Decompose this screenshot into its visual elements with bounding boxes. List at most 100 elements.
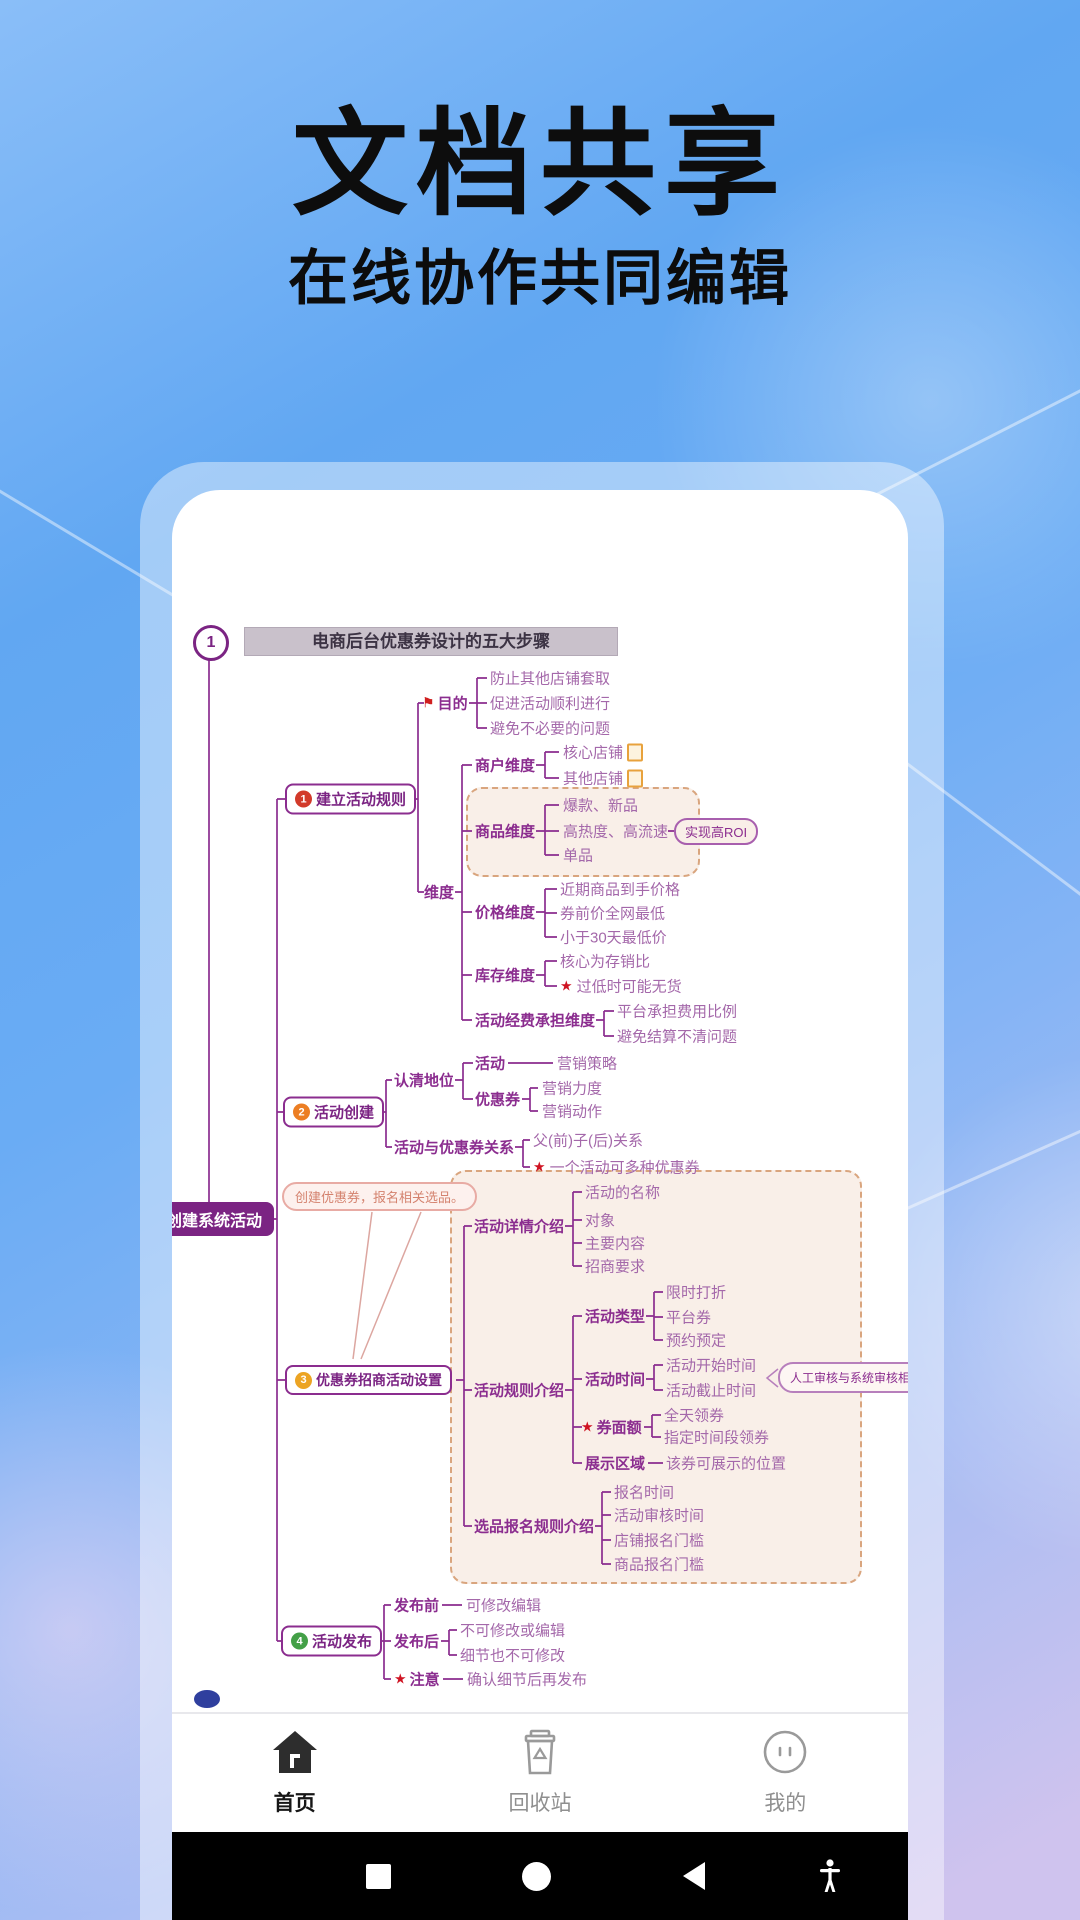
leaf: 避免结算不清问题 [617, 1028, 738, 1046]
leaf: 指定时间段领券 [664, 1429, 770, 1447]
leaf: 其他店铺 [563, 768, 644, 789]
leaf: ★ 过低时可能无货 [560, 976, 682, 997]
android-back-button[interactable] [683, 1862, 705, 1890]
leaf: 爆款、新品 [563, 797, 639, 815]
floating-dot [194, 1690, 220, 1708]
leaf: 高热度、高流速 [563, 823, 669, 841]
node-label: 优惠券招商活动设置 [316, 1372, 442, 1388]
leaf: 可修改编辑 [466, 1597, 542, 1615]
leaf-label: 核心店铺 [563, 744, 624, 762]
node-label: 活动发布 [312, 1633, 373, 1651]
leaf: 活动开始时间 [666, 1357, 757, 1375]
branch-stock-dimension: 库存维度 [475, 967, 536, 985]
document-icon [627, 743, 644, 761]
star-icon: ★ [581, 1418, 594, 1435]
nav-label-recycle-bin: 回收站 [508, 1792, 572, 1815]
branch-relation: 活动与优惠券关系 [394, 1139, 515, 1157]
leaf: 券前价全网最低 [560, 905, 666, 923]
leaf-label: 一个活动可多种优惠券 [549, 1159, 700, 1177]
branch-label: 券面额 [596, 1419, 642, 1437]
star-icon: ★ [560, 977, 573, 994]
phone-screen: 1 电商后台优惠券设计的五大步骤 创建系统活动 1 建立活动规则 2 活动创建 … [172, 490, 908, 1920]
star-icon: ★ [533, 1158, 546, 1175]
leaf: 不可修改或编辑 [460, 1622, 566, 1640]
mindmap-node-create: 2 活动创建 [283, 1096, 385, 1128]
leaf: 平台承担费用比例 [617, 1003, 738, 1021]
leaf: 营销策略 [557, 1055, 618, 1073]
leaf: 核心店铺 [563, 742, 644, 763]
leaf: 小于30天最低价 [560, 929, 667, 947]
android-accessibility-button[interactable] [816, 1858, 844, 1899]
leaf: 预约预定 [666, 1332, 727, 1350]
leaf: 平台券 [666, 1309, 712, 1327]
callout-create-coupon: 创建优惠券，报名相关选品。 [282, 1182, 478, 1211]
leaf: ★ 一个活动可多种优惠券 [533, 1157, 700, 1178]
callout-roi: 实现高ROI [674, 818, 759, 845]
nav-label-mine: 我的 [764, 1792, 807, 1815]
node-label: 活动创建 [314, 1104, 375, 1122]
leaf: 对象 [585, 1212, 616, 1230]
leaf: 主要内容 [585, 1235, 646, 1253]
leaf: 核心为存销比 [560, 953, 651, 971]
nav-divider [172, 1712, 908, 1714]
leaf: 促进活动顺利进行 [490, 695, 611, 713]
leaf: 报名时间 [614, 1484, 675, 1502]
leaf: 商品报名门槛 [614, 1556, 705, 1574]
nav-item-recycle-bin[interactable]: 回收站 [417, 1714, 662, 1832]
bottom-nav: 首页 回收站 [172, 1714, 908, 1832]
leaf: 该券可展示的位置 [666, 1455, 787, 1473]
branch-purpose: ⚑ 目的 [422, 693, 468, 714]
document-icon [627, 769, 644, 787]
branch-label: 目的 [437, 695, 468, 713]
nav-item-home[interactable]: 首页 [172, 1714, 417, 1832]
mindmap-node-publish: 4 活动发布 [281, 1625, 383, 1657]
branch-note: ★ 注意 [394, 1669, 440, 1690]
nav-item-mine[interactable]: 我的 [663, 1714, 908, 1832]
leaf-label: 过低时可能无货 [576, 978, 682, 996]
map-title: 电商后台优惠券设计的五大步骤 [244, 627, 618, 656]
leaf: 店铺报名门槛 [614, 1532, 705, 1550]
branch-detail-intro: 活动详情介绍 [474, 1218, 565, 1236]
page-title: 文档共享 [292, 99, 788, 229]
branch-signup-rule-intro: 选品报名规则介绍 [474, 1518, 595, 1536]
badge-4-icon: 4 [291, 1632, 308, 1650]
leaf: 确认细节后再发布 [467, 1671, 588, 1689]
branch-product-dimension: 商品维度 [475, 823, 536, 841]
leaf: 营销力度 [542, 1080, 603, 1098]
leaf: 近期商品到手价格 [560, 881, 681, 899]
product-dimension-group-box [466, 787, 700, 877]
leaf: 活动的名称 [585, 1184, 661, 1202]
badge-1-icon: 1 [295, 790, 312, 808]
mindmap-node-rules: 1 建立活动规则 [285, 783, 417, 815]
branch-coupon: 优惠券 [475, 1091, 521, 1109]
leaf-label: 其他店铺 [563, 770, 624, 788]
android-overview-button[interactable] [366, 1864, 391, 1889]
branch-coupon-value: ★ 券面额 [581, 1417, 642, 1438]
recycle-bin-icon [517, 1729, 563, 1780]
leaf: 营销动作 [542, 1103, 603, 1121]
badge-2-icon: 2 [293, 1103, 310, 1121]
home-icon [271, 1729, 319, 1780]
android-home-button[interactable] [522, 1862, 551, 1891]
user-icon [762, 1729, 808, 1780]
badge-3-icon: 3 [295, 1371, 312, 1389]
leaf: 单品 [563, 847, 594, 865]
branch-display-area: 展示区域 [585, 1455, 646, 1473]
node-label: 建立活动规则 [316, 791, 407, 809]
flag-icon: ⚑ [422, 694, 435, 711]
mindmap-root-node: 创建系统活动 [172, 1202, 275, 1236]
branch-expense-dimension: 活动经费承担维度 [475, 1012, 596, 1030]
branch-before-publish: 发布前 [394, 1597, 440, 1615]
mindmap-connectors [208, 656, 779, 1680]
leaf: 招商要求 [585, 1258, 646, 1276]
map-index-badge: 1 [193, 625, 229, 661]
leaf: 全天领券 [664, 1407, 725, 1425]
branch-label: 注意 [409, 1671, 440, 1689]
leaf: 父(前)子(后)关系 [533, 1132, 643, 1150]
star-icon: ★ [394, 1670, 407, 1687]
leaf: 细节也不可修改 [460, 1647, 566, 1665]
branch-dimension: 维度 [424, 884, 455, 902]
branch-position: 认清地位 [394, 1072, 455, 1090]
branch-price-dimension: 价格维度 [475, 904, 536, 922]
